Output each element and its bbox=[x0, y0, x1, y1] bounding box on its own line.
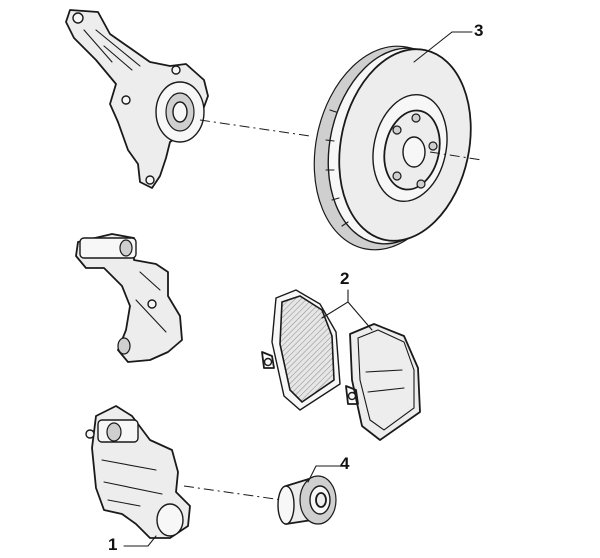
callout-guide-bushing: 4 bbox=[340, 454, 350, 473]
steering-knuckle bbox=[65, 9, 209, 189]
leader-lines bbox=[123, 31, 473, 547]
brake-disc bbox=[313, 45, 472, 251]
brake-pad-front bbox=[261, 289, 341, 411]
callout-disc: 3 bbox=[474, 21, 484, 40]
caliper-body bbox=[85, 405, 191, 539]
callout-caliper: 1 bbox=[108, 535, 118, 554]
guide-bushing bbox=[277, 475, 337, 525]
caliper-bracket bbox=[75, 233, 183, 363]
callout-pads: 2 bbox=[340, 269, 350, 288]
assembly-axis-lines bbox=[183, 119, 483, 501]
brake-pad-rear bbox=[345, 323, 421, 441]
